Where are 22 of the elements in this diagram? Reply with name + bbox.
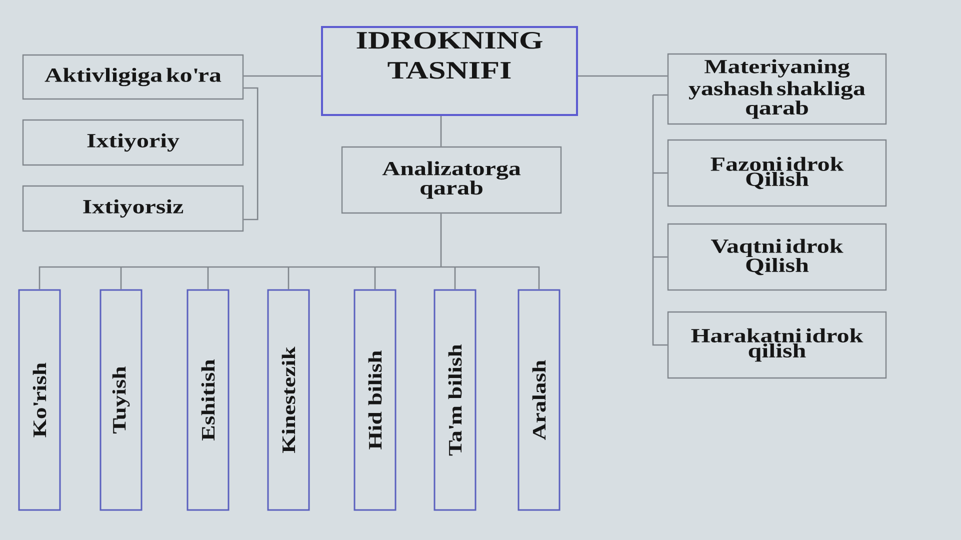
category-box: Tuyish (100, 289, 142, 511)
category-box: Aktivligiga ko'ra (22, 54, 244, 100)
connector-line (244, 75, 321, 77)
category-box: Harakatni idrok qilish (667, 311, 887, 379)
category-box: Vaqtni idrok Qilish (667, 223, 887, 291)
category-box: Materiyaning yashash shakliga qarab (667, 53, 887, 125)
category-box: Ixtiyorsiz (22, 185, 244, 232)
connector-line (38, 212, 540, 290)
category-box: Eshitish (186, 289, 230, 511)
connector-line (244, 87, 258, 220)
connector-line (578, 75, 668, 77)
category-box: Kinestezik (267, 289, 310, 511)
category-box: Aralash (518, 289, 560, 511)
connector-line (440, 116, 442, 146)
category-box: Analizatorga qarab (341, 146, 562, 214)
category-box: Ta'm bilish (434, 289, 476, 511)
connector-line (652, 94, 668, 346)
category-box: Ixtiyoriy (22, 119, 244, 166)
category-box: Ko'rish (18, 289, 61, 511)
category-box: Hid bilish (354, 289, 396, 511)
title-box: IDROKNING TASNIFI (321, 26, 578, 116)
category-box: Fazoni idrok Qilish (667, 139, 887, 207)
